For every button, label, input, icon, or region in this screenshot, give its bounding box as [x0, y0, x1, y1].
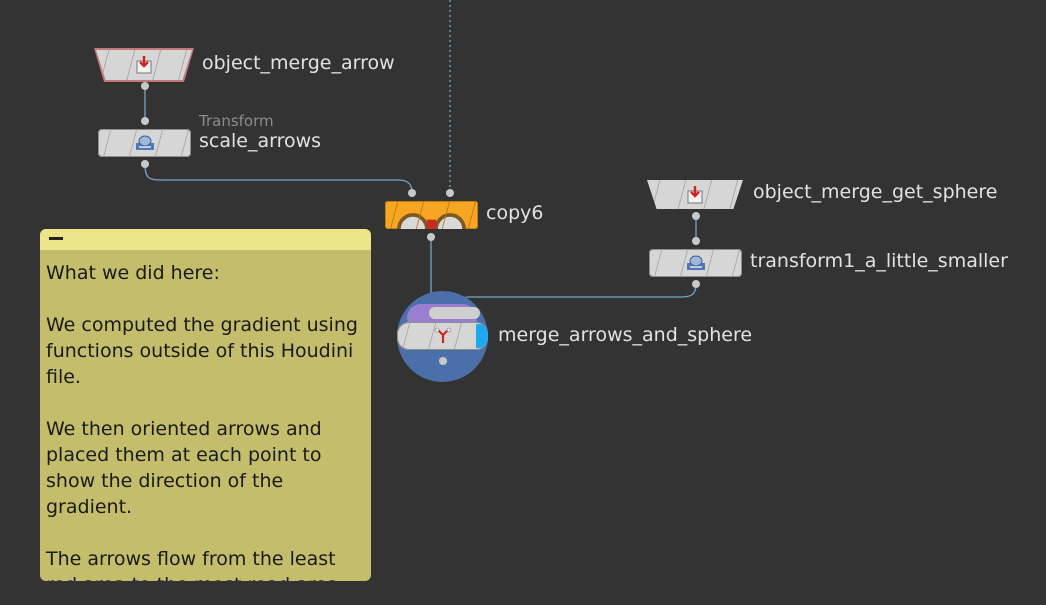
- object-merge-icon: [687, 185, 703, 203]
- node-label-object-merge-arrow: object_merge_arrow: [202, 52, 395, 74]
- object-merge-icon: [136, 56, 152, 74]
- wire-scale-arrows-to-copy6: [144, 163, 413, 194]
- merge-icon: [434, 327, 451, 343]
- sticky-note[interactable]: What we did here: We computed the gradie…: [40, 229, 371, 581]
- sticky-note-text[interactable]: What we did here: We computed the gradie…: [46, 262, 358, 581]
- output-port[interactable]: [141, 82, 149, 90]
- output-port[interactable]: [427, 233, 435, 241]
- node-type-label-scale-arrows: Transform: [199, 112, 274, 130]
- input-port-1[interactable]: [408, 189, 416, 197]
- node-label-merge-arrows-and-sphere: merge_arrows_and_sphere: [498, 324, 753, 346]
- output-port[interactable]: [439, 357, 447, 365]
- output-port[interactable]: [692, 280, 700, 288]
- node-label-scale-arrows: scale_arrows: [199, 130, 322, 152]
- input-port-2[interactable]: [446, 189, 454, 197]
- sticky-note-header[interactable]: [40, 229, 371, 250]
- transform-icon: [135, 135, 154, 150]
- output-port[interactable]: [141, 160, 149, 168]
- transform-icon: [686, 255, 705, 270]
- node-label-object-merge-get-sphere: object_merge_get_sphere: [753, 181, 998, 203]
- output-port[interactable]: [692, 212, 700, 220]
- merge-input-bar[interactable]: [429, 307, 480, 319]
- wire-transform1-to-merge: [455, 283, 697, 308]
- node-label-copy6: copy6: [486, 202, 544, 224]
- node-label-transform1-a-little-smaller: transform1_a_little_smaller: [750, 250, 1008, 272]
- input-port[interactable]: [692, 237, 700, 245]
- display-flag[interactable]: [476, 324, 488, 348]
- collapse-icon[interactable]: [49, 237, 63, 240]
- input-port[interactable]: [141, 117, 149, 125]
